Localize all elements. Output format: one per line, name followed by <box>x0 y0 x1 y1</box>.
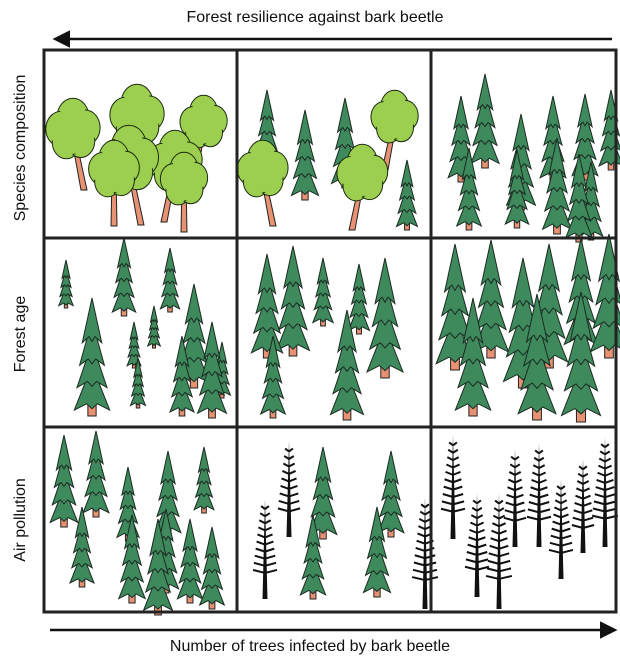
dead-tree <box>485 493 513 609</box>
grid-cells <box>45 73 620 616</box>
deciduous-tree <box>45 97 101 191</box>
spruce-tree <box>111 237 137 317</box>
spruce-tree <box>129 357 147 409</box>
deciduous-tree <box>336 143 389 231</box>
spruce-tree <box>362 506 392 598</box>
dead-tree <box>277 441 301 537</box>
cell-1-1 <box>250 245 404 421</box>
spruce-tree <box>377 450 405 538</box>
spruce-tree <box>455 147 483 231</box>
cell-2-1 <box>252 441 439 609</box>
spruce-tree <box>290 109 320 201</box>
spruce-tree <box>517 293 557 421</box>
spruce-tree <box>69 506 95 588</box>
dead-tree <box>252 499 278 599</box>
spruce-tree <box>529 243 569 369</box>
resilience-axis-label: Forest resilience against bark beetle <box>186 9 444 26</box>
dead-tree <box>464 493 490 597</box>
cell-2-2 <box>440 435 619 609</box>
dead-tree <box>503 449 527 547</box>
spruce-tree <box>159 247 181 313</box>
spruce-tree <box>169 335 195 417</box>
deciduous-tree <box>88 139 140 227</box>
dead-tree <box>591 437 619 547</box>
spruce-tree <box>469 73 501 169</box>
dead-tree <box>571 459 595 553</box>
dead-tree <box>440 435 466 539</box>
deciduous-tree <box>236 139 289 227</box>
spruce-tree <box>347 263 371 335</box>
spruce-tree <box>311 257 335 327</box>
spruce-tree <box>176 518 204 604</box>
spruce-tree <box>198 526 226 610</box>
spruce-tree <box>329 309 365 421</box>
dead-tree <box>548 479 574 579</box>
spruce-tree <box>49 434 79 528</box>
cell-1-2 <box>435 233 620 423</box>
spruce-tree <box>275 245 311 357</box>
spruce-tree <box>117 514 147 604</box>
cell-0-1 <box>236 89 419 231</box>
spruce-tree <box>115 466 141 542</box>
spruce-tree <box>454 297 492 417</box>
infection-axis-label: Number of trees infected by bark beetle <box>169 638 451 655</box>
deciduous-tree <box>179 94 228 176</box>
spruce-tree <box>73 297 111 417</box>
spruce-tree <box>560 291 602 423</box>
spruce-tree <box>502 257 544 389</box>
cell-0-0 <box>45 83 228 233</box>
spruce-tree <box>589 233 620 359</box>
dead-tree <box>411 497 439 609</box>
grid-border <box>42 48 618 614</box>
spruce-tree <box>259 335 287 419</box>
cell-1-0 <box>57 237 232 419</box>
spruce-tree <box>57 259 75 309</box>
spruce-tree <box>541 137 573 235</box>
spruce-tree <box>142 518 174 616</box>
spruce-tree <box>472 239 510 359</box>
spruce-tree <box>564 153 594 243</box>
spruce-tree <box>193 446 215 514</box>
spruce-tree <box>395 159 419 231</box>
spruce-tree <box>82 430 110 518</box>
deciduous-tree <box>370 89 419 171</box>
grid-lines <box>42 48 618 614</box>
cell-0-2 <box>447 73 620 243</box>
spruce-tree <box>308 446 338 540</box>
dead-tree <box>526 443 552 547</box>
spruce-tree <box>504 149 530 229</box>
spruce-tree <box>250 253 284 359</box>
deciduous-tree <box>159 151 209 233</box>
spruce-tree <box>146 305 162 349</box>
spruce-tree <box>366 257 404 379</box>
cell-2-0 <box>49 430 226 616</box>
spruce-tree <box>299 514 327 600</box>
spruce-tree <box>196 321 228 419</box>
